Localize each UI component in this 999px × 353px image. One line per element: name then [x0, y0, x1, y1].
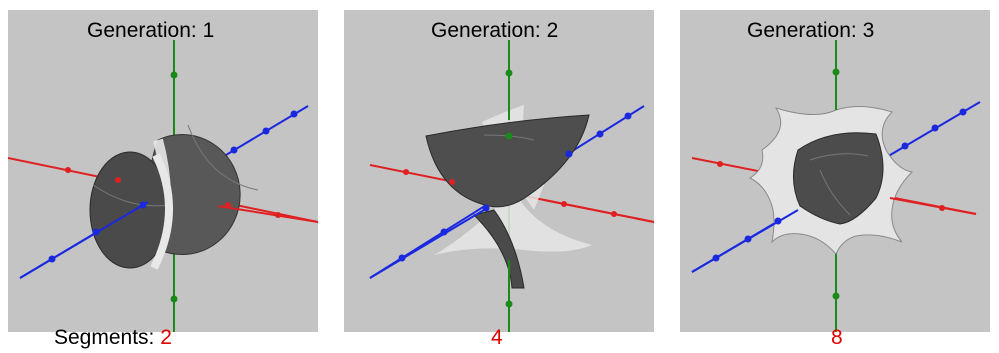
panel-generation-1: [8, 10, 318, 332]
segments-count-3: 8: [831, 326, 843, 349]
lower-shell: [473, 209, 525, 289]
panel-generation-3: [680, 10, 990, 332]
segments-count-2: 4: [491, 326, 503, 349]
shells-3d-view: [369, 40, 654, 332]
shells-3d-view: [691, 40, 981, 332]
segments-label: Segments: 2: [54, 325, 172, 351]
generation-3-title: Generation: 3: [747, 19, 875, 42]
upper-shell: [425, 114, 590, 208]
panel-generation-2: [344, 10, 654, 332]
generation-2-title: Generation: 2: [431, 19, 559, 42]
inner-shell: [793, 132, 884, 225]
shells-3d-view: [8, 40, 318, 332]
segments-count-1: 2: [160, 326, 172, 349]
generation-1-title: Generation: 1: [87, 19, 215, 42]
segments-label-text: Segments:: [54, 326, 155, 349]
